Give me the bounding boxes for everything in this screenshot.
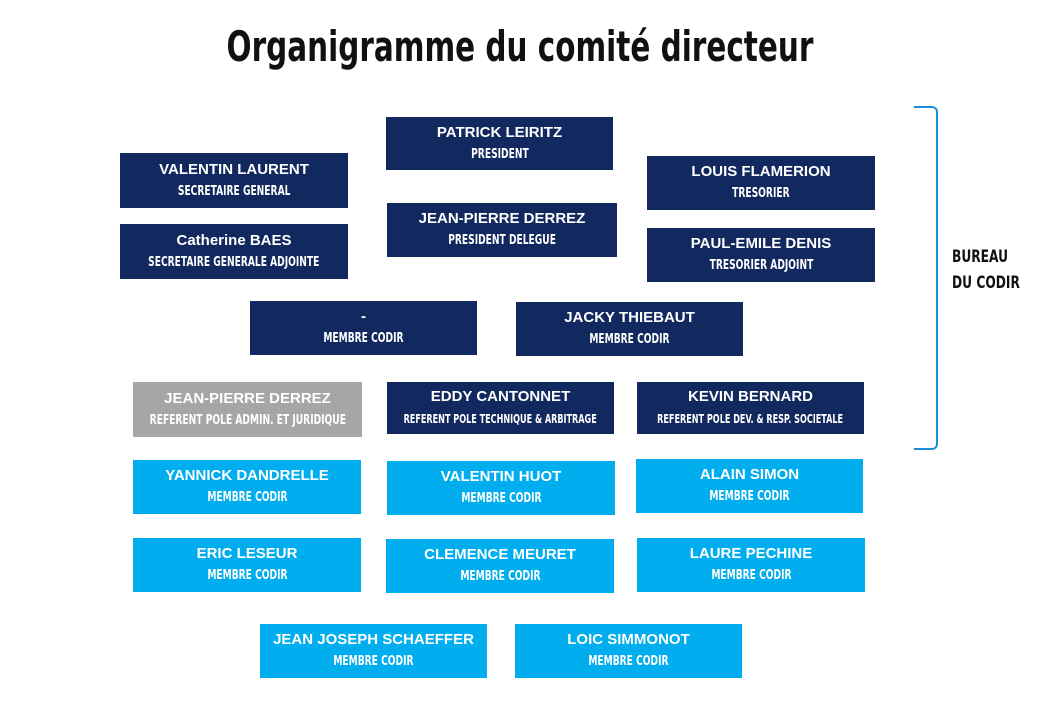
member-name: EDDY CANTONNET [430,388,571,405]
member-box-referent-technique: EDDY CANTONNET REFERENT POLE TECHNIQUE &… [387,382,614,434]
member-box-jean-joseph-schaeffer: JEAN JOSEPH SCHAEFFER MEMBRE CODIR [260,624,487,678]
bureau-label: BUREAU DU CODIR [952,244,1020,296]
member-name: PAUL-EMILE DENIS [690,235,832,252]
member-name: LAURE PECHINE [689,545,813,562]
member-name: LOUIS FLAMERION [691,163,831,180]
member-box-jacky-thiebaut: JACKY THIEBAUT MEMBRE CODIR [516,302,743,356]
member-name: PATRICK LEIRITZ [436,123,563,141]
member-role: MEMBRE CODIR [323,331,404,346]
member-role: REFERENT POLE DEV. & RESP. SOCIETALE [657,411,844,426]
member-role: REFERENT POLE ADMIN. ET JURIDIQUE [149,412,346,428]
member-role: PRESIDENT DELEGUE [448,233,556,248]
bureau-bracket [914,106,938,450]
member-name: KEVIN BERNARD [687,388,813,405]
member-box-vacant: - MEMBRE CODIR [250,301,477,355]
member-box-tresorier-adjoint: PAUL-EMILE DENIS TRESORIER ADJOINT [647,228,875,282]
member-name: JEAN-PIERRE DERREZ [418,210,586,227]
member-box-alain-simon: ALAIN SIMON MEMBRE CODIR [636,459,863,513]
member-role: TRESORIER [732,186,790,201]
member-box-clemence-meuret: CLEMENCE MEURET MEMBRE CODIR [386,539,614,593]
member-box-tresorier: LOUIS FLAMERION TRESORIER [647,156,875,210]
member-box-president: PATRICK LEIRITZ PRESIDENT [386,117,613,170]
member-name: Catherine BAES [176,231,292,249]
member-name: - [361,308,366,325]
member-role: MEMBRE CODIR [206,490,288,505]
member-role: SECRETAIRE GENERAL [177,183,291,199]
member-box-valentin-huot: VALENTIN HUOT MEMBRE CODIR [387,461,615,515]
member-box-secretaire-general: VALENTIN LAURENT SECRETAIRE GENERAL [120,153,348,208]
member-role: PRESIDENT [470,146,529,162]
member-role: SECRETAIRE GENERALE ADJOINTE [148,254,320,270]
member-role: MEMBRE CODIR [206,568,288,583]
member-box-president-delegue: JEAN-PIERRE DERREZ PRESIDENT DELEGUE [387,203,617,257]
member-name: JACKY THIEBAUT [564,309,695,326]
member-box-referent-admin: JEAN-PIERRE DERREZ REFERENT POLE ADMIN. … [133,382,362,437]
member-name: VALENTIN LAURENT [159,160,309,178]
member-role: MEMBRE CODIR [589,332,670,347]
member-name: JEAN JOSEPH SCHAEFFER [273,631,474,648]
member-role: MEMBRE CODIR [588,654,669,669]
member-role: MEMBRE CODIR [459,569,541,584]
member-name: CLEMENCE MEURET [424,546,576,563]
member-name: ERIC LESEUR [196,545,298,562]
member-box-laure-pechine: LAURE PECHINE MEMBRE CODIR [637,538,865,592]
member-name: YANNICK DANDRELLE [165,467,329,484]
member-box-yannick-dandrelle: YANNICK DANDRELLE MEMBRE CODIR [133,460,361,514]
member-role: REFERENT POLE TECHNIQUE & ARBITRAGE [403,411,598,426]
bureau-label-line: DU CODIR [952,273,1020,293]
member-role: MEMBRE CODIR [710,568,792,583]
member-box-referent-dev: KEVIN BERNARD REFERENT POLE DEV. & RESP.… [637,382,864,434]
member-role: MEMBRE CODIR [460,491,542,506]
member-name: JEAN-PIERRE DERREZ [164,389,331,407]
page-title: Organigramme du comité directeur [226,22,814,71]
member-box-loic-simmonot: LOIC SIMMONOT MEMBRE CODIR [515,624,742,678]
member-name: VALENTIN HUOT [440,468,562,485]
member-box-eric-leseur: ERIC LESEUR MEMBRE CODIR [133,538,361,592]
member-role: MEMBRE CODIR [333,654,414,669]
member-name: LOIC SIMMONOT [567,631,690,648]
member-role: TRESORIER ADJOINT [709,258,813,273]
member-box-secretaire-adjointe: Catherine BAES SECRETAIRE GENERALE ADJOI… [120,224,348,279]
bureau-label-line: BUREAU [952,247,1009,267]
member-role: MEMBRE CODIR [709,489,790,504]
member-name: ALAIN SIMON [699,466,800,483]
